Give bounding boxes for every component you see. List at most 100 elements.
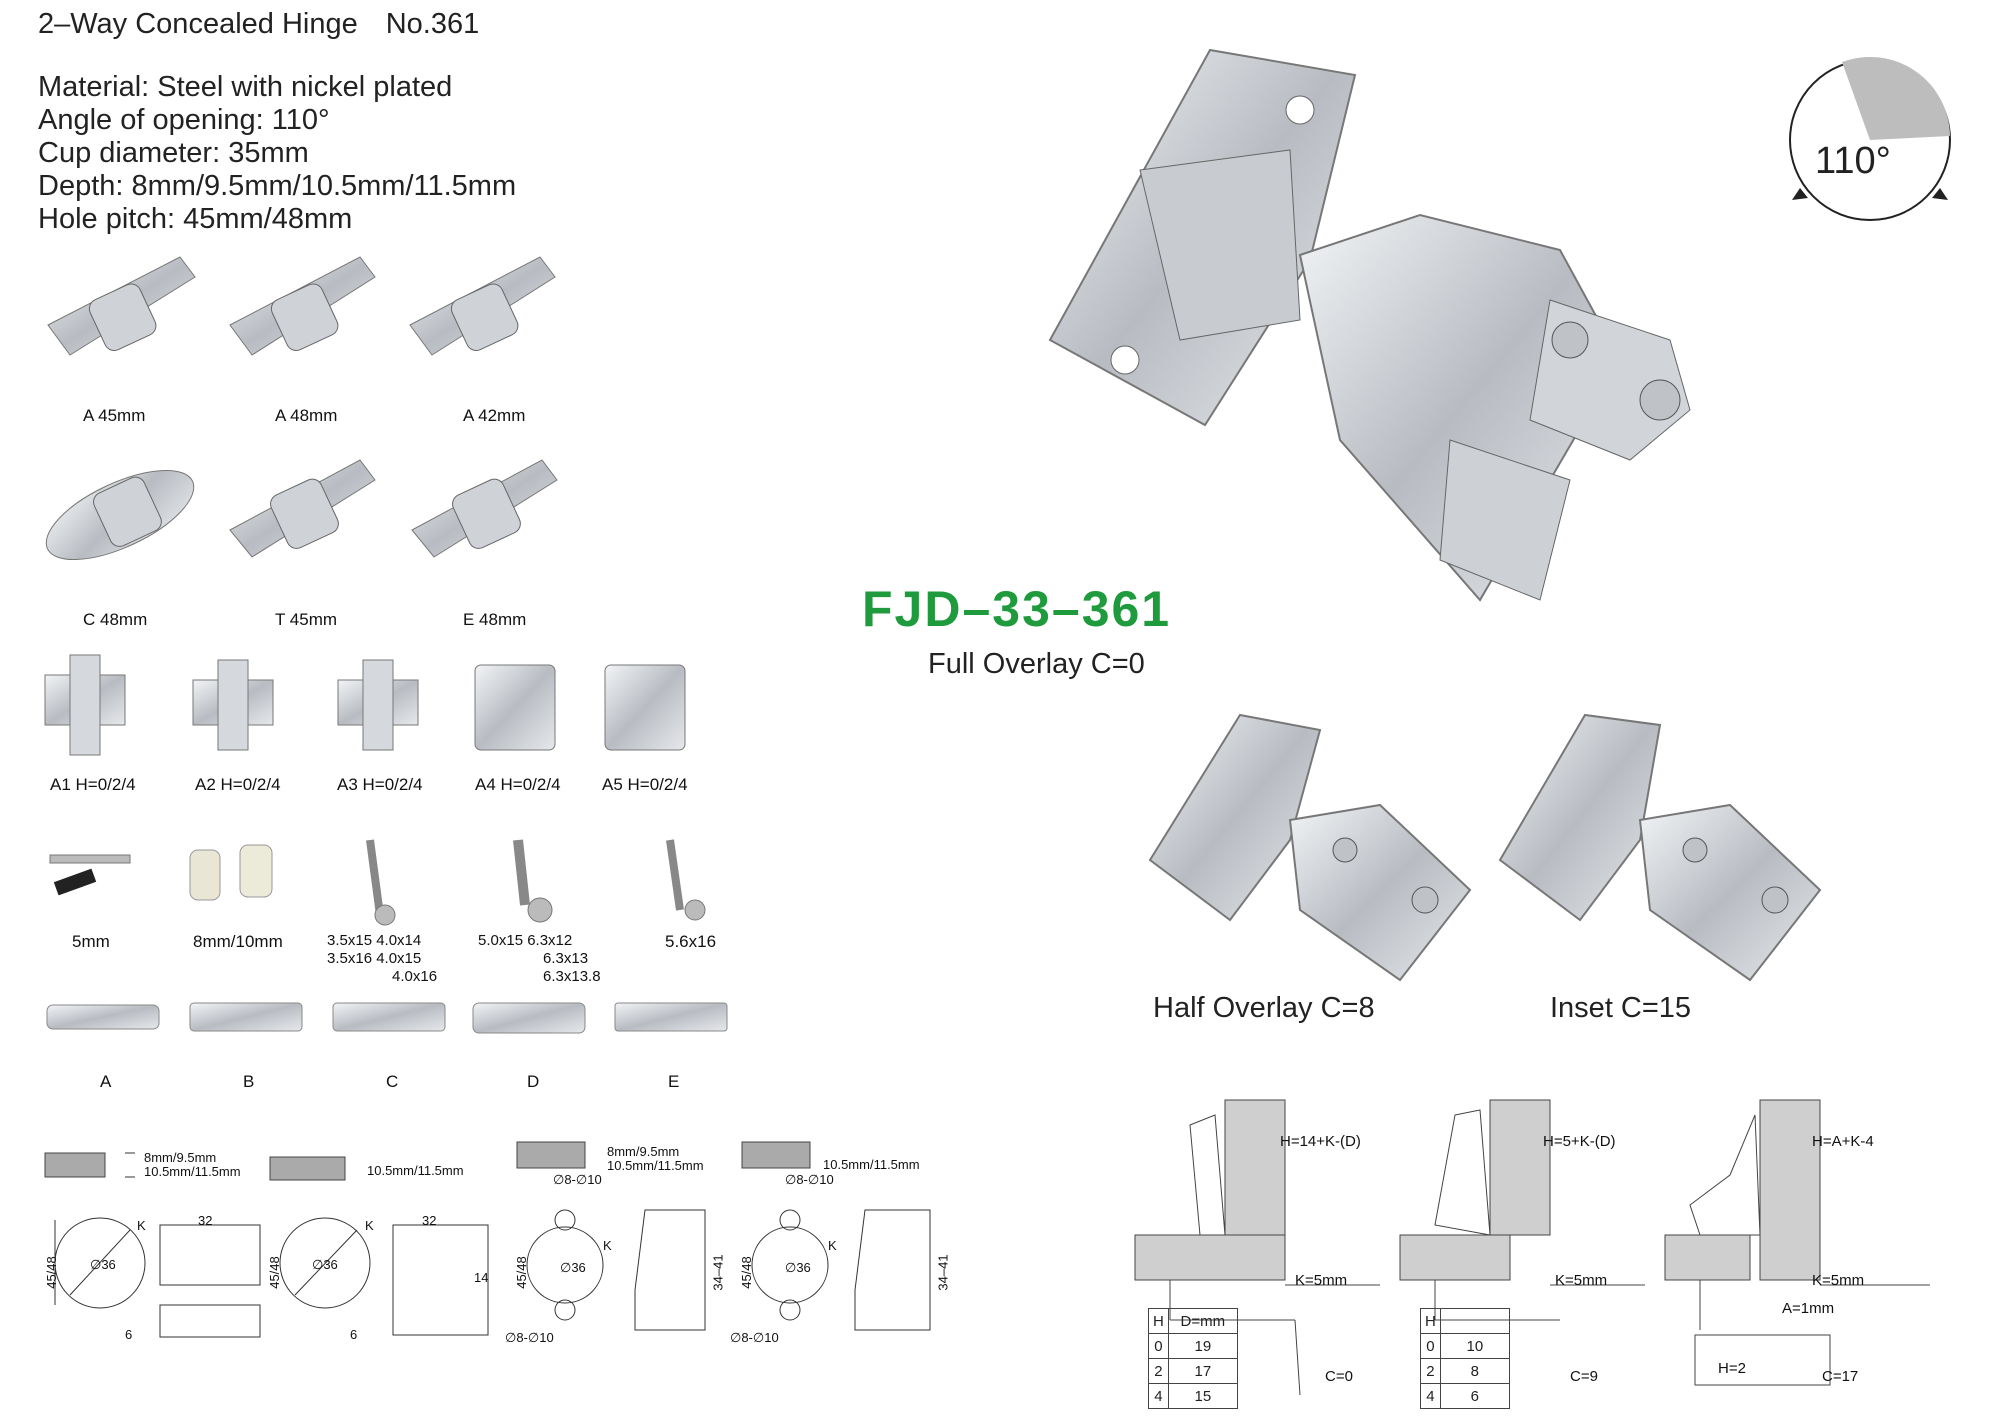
cup1-depth: 8mm/9.5mm — [144, 1150, 217, 1165]
cup4-depth: 10.5mm/11.5mm — [823, 1157, 920, 1172]
screw-image-e — [666, 839, 706, 921]
cover-label-e: E — [668, 1072, 680, 1091]
cover-label-d: D — [527, 1072, 540, 1091]
arm-label-a45: A 45mm — [83, 406, 146, 425]
opening-angle-label: 110° — [1815, 140, 1891, 182]
cup4-hole: ∅8-∅10 — [785, 1172, 834, 1187]
install-half-c: C=9 — [1570, 1368, 1598, 1385]
arm-image-c48 — [45, 469, 195, 561]
arm-label-a42: A 42mm — [463, 406, 526, 425]
screw-image-d — [513, 839, 553, 923]
arm-label-a48: A 48mm — [275, 406, 338, 425]
install-diagram-half — [1399, 1099, 1645, 1321]
spec-cup: Cup diameter: 35mm — [38, 137, 309, 169]
cup4-depth-range: 34–41 — [935, 1254, 951, 1291]
cup1-32: 32 — [198, 1213, 213, 1228]
plate-label-a3: A3 H=0/2/4 — [337, 775, 423, 794]
install-inset-c: C=17 — [1822, 1368, 1859, 1385]
cup1-k: K — [137, 1218, 146, 1233]
arm-label-c48: C 48mm — [83, 610, 148, 629]
accessory-gallery — [49, 839, 706, 926]
cover-cap-e — [614, 1002, 728, 1032]
install-inset-h: H=2 — [1718, 1360, 1746, 1377]
arm-image-t45 — [229, 459, 376, 558]
cover-cap-a — [46, 1004, 160, 1030]
install-diagram-inset — [1664, 1099, 1930, 1386]
full-overlay-label: Full Overlay C=0 — [928, 648, 1145, 680]
cup3-hole: ∅8-∅10 — [553, 1172, 602, 1187]
cup4-k: K — [828, 1238, 837, 1253]
cover-cap-c — [332, 1002, 446, 1032]
main-hinge-image — [1048, 48, 1691, 602]
mounting-plate-gallery — [44, 654, 686, 756]
arm-image-a48 — [229, 256, 376, 356]
install-inset-a: A=1mm — [1782, 1300, 1835, 1317]
cup3-depth-range: 34–41 — [710, 1254, 726, 1291]
install-full-formula: H=14+K-(D) — [1280, 1133, 1361, 1150]
half-overlay-hinge-image — [1148, 713, 1472, 982]
accessory-label-bushing: 8mm/10mm — [193, 932, 283, 951]
bushing-image — [189, 844, 273, 901]
cover-label-c: C — [386, 1072, 399, 1091]
screw-image-c — [366, 839, 396, 926]
inset-label: Inset C=15 — [1550, 992, 1692, 1024]
plate-label-a4: A4 H=0/2/4 — [475, 775, 561, 794]
plate-image-a4 — [474, 664, 556, 751]
accessory-label-screw-e: 5.6x16 — [665, 932, 717, 951]
cover-label-a: A — [100, 1072, 112, 1091]
cup2-pitch: 45/48 — [266, 1256, 282, 1289]
plate-image-a2 — [192, 659, 274, 751]
plate-image-a3 — [337, 659, 419, 751]
spec-depth: Depth: 8mm/9.5mm/10.5mm/11.5mm — [38, 170, 517, 202]
cover-label-b: B — [243, 1072, 255, 1091]
opening-angle-diagram — [1789, 56, 1951, 221]
cover-cap-d — [472, 1002, 586, 1034]
cup3-k: K — [603, 1238, 612, 1253]
spec-pitch: Hole pitch: 45mm/48mm — [38, 203, 353, 235]
cup3-depth: 8mm/9.5mm — [607, 1144, 680, 1159]
spec-material: Material: Steel with nickel plated — [38, 71, 453, 103]
cup1-pitch: 45/48 — [43, 1256, 59, 1289]
arm-image-a42 — [409, 256, 556, 356]
cup1-diameter: ∅36 — [90, 1257, 116, 1272]
cup-drawing-3 — [516, 1141, 706, 1331]
plate-label-a5: A5 H=0/2/4 — [602, 775, 688, 794]
cup3-small-hole: ∅8-∅10 — [505, 1330, 554, 1345]
model-number: FJD–33–361 — [862, 581, 1172, 637]
cup4-diameter: ∅36 — [785, 1260, 811, 1275]
cover-cap-gallery — [46, 1002, 728, 1034]
cup2-k: K — [365, 1218, 374, 1233]
cup3-diameter: ∅36 — [560, 1260, 586, 1275]
cup3-depth2: 10.5mm/11.5mm — [607, 1158, 704, 1173]
arm-image-e48 — [411, 459, 558, 558]
cup1-depth2: 10.5mm/11.5mm — [144, 1164, 241, 1179]
cup2-depth: 10.5mm/11.5mm — [367, 1163, 464, 1178]
plate-label-a2: A2 H=0/2/4 — [195, 775, 281, 794]
inset-hinge-image — [1498, 713, 1822, 982]
install-full-c: C=0 — [1325, 1368, 1353, 1385]
cup2-14: 14 — [474, 1270, 489, 1285]
install-diagram-full — [1134, 1099, 1380, 1396]
cup-drawing-1 — [44, 1152, 261, 1338]
spec-angle: Angle of opening: 110° — [38, 104, 330, 136]
dowel-image — [49, 854, 131, 896]
cup1-six: 6 — [125, 1327, 133, 1342]
accessory-label-dowel: 5mm — [72, 932, 110, 951]
cover-cap-b — [189, 1002, 303, 1032]
arm-image-a45 — [47, 256, 196, 356]
install-inset-formula: H=A+K-4 — [1812, 1133, 1874, 1150]
plate-image-a1 — [44, 654, 126, 756]
install-half-k: K=5mm — [1555, 1272, 1608, 1289]
cup4-small-hole: ∅8-∅10 — [730, 1330, 779, 1345]
cup-drawing-2 — [269, 1156, 489, 1336]
cup2-32: 32 — [422, 1213, 437, 1228]
cup4-pitch: 45/48 — [738, 1256, 754, 1289]
arm-label-t45: T 45mm — [275, 610, 338, 629]
plate-label-a1: A1 H=0/2/4 — [50, 775, 136, 794]
